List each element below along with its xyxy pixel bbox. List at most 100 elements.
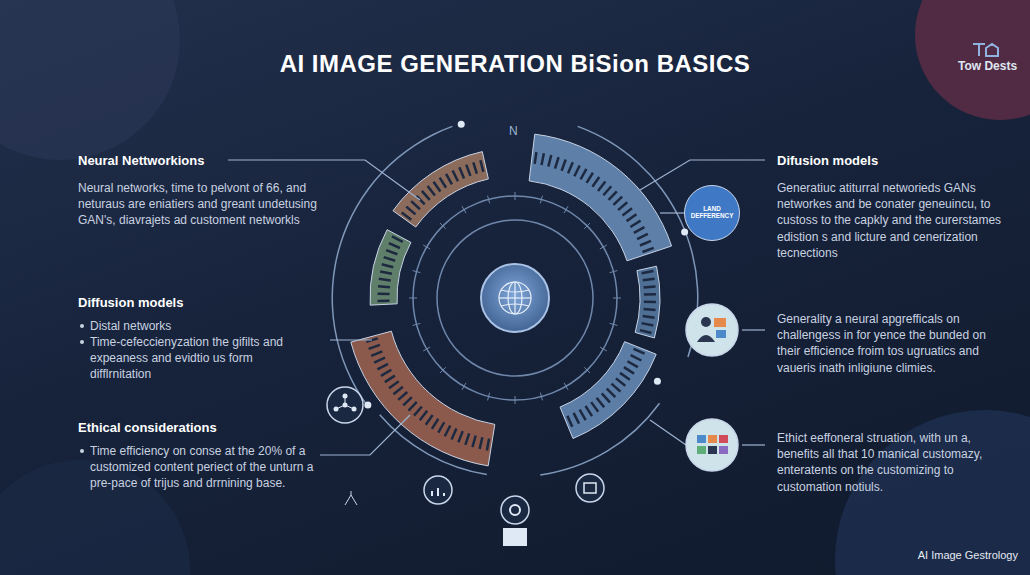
segment-tick [473, 162, 477, 173]
segment-tick [618, 202, 627, 210]
segment-tick [642, 248, 653, 252]
segment-tick [586, 406, 593, 416]
ring-tick [600, 347, 607, 351]
arc-dot [654, 378, 661, 385]
wheel-segment [635, 266, 660, 338]
segment-tick [642, 271, 654, 273]
ring-tick [423, 245, 430, 249]
bullet-text: Distal networks [90, 318, 320, 334]
wheel-segment [351, 331, 495, 466]
ring-tick [610, 271, 618, 273]
section-body: Generatiuc atiturral networieds GANs net… [777, 180, 1012, 261]
small-figure [345, 491, 357, 505]
segment-tick [643, 316, 655, 318]
segment-tick [574, 165, 579, 176]
segment-tick [386, 250, 397, 254]
segment-tick [607, 389, 616, 397]
segment-tick [602, 393, 610, 402]
wheel-segment [370, 230, 411, 305]
segment-tick [384, 257, 395, 261]
ring-tick [413, 323, 421, 325]
segment-tick [542, 153, 544, 165]
segment-tick [458, 431, 462, 442]
leader-line [742, 444, 765, 445]
segment-tick [640, 330, 652, 333]
ring-tick [613, 298, 621, 299]
inner-ring [437, 220, 593, 376]
segment-tick [587, 173, 593, 183]
segment-tick [637, 234, 648, 239]
segment-tick [597, 398, 605, 407]
ring-tick [413, 271, 421, 273]
ring-tick [423, 347, 430, 351]
segment-tick [378, 286, 390, 287]
decor-blob [0, 0, 180, 160]
segment-tick [428, 186, 435, 195]
logo-text: Tow Dests [958, 60, 1018, 73]
ring-tick [515, 396, 516, 404]
segment-tick [377, 364, 388, 370]
ring-tick [584, 367, 590, 373]
bullet-dot [80, 324, 84, 328]
segment-tick [393, 387, 402, 394]
ring-tick [600, 245, 607, 249]
segment-tick [453, 170, 458, 181]
bullet-text: Time-cefeccienyzation the gifilts and ex… [90, 334, 315, 383]
section-body: Neural networks, time to pelvont of 66, … [78, 180, 353, 229]
ring-tick [540, 393, 542, 401]
decor-blob [915, 0, 1030, 120]
small-figure [503, 528, 527, 546]
segment-tick [414, 406, 422, 415]
leader-line [660, 212, 686, 213]
segment-tick [624, 367, 634, 373]
segment-tick [613, 197, 622, 205]
segment-tick [616, 378, 625, 385]
ring-tick [488, 196, 490, 204]
segment-tick [459, 167, 464, 178]
section-heading: Neural Nettworkions [78, 152, 204, 170]
logo-icon [973, 44, 998, 56]
segment-tick [574, 413, 579, 424]
leader-line [330, 339, 372, 340]
segment-tick [392, 236, 403, 241]
segment-tick [422, 191, 430, 200]
segment-tick [644, 285, 656, 288]
segment-tick [379, 279, 391, 281]
bullet-text: Time efficiency on conse at the 20% of a… [90, 443, 315, 492]
section-body: Generality a neural apgrefficals on chal… [777, 311, 1012, 376]
segment-tick [487, 439, 489, 451]
section-heading: Diffusion models [78, 294, 183, 312]
segment-tick [631, 355, 642, 360]
segment-tick [562, 160, 566, 171]
segment-tick [567, 416, 572, 427]
ring-tick [564, 383, 568, 390]
segment-tick [380, 272, 392, 274]
gallery-icon [686, 419, 738, 471]
segment-tick [381, 370, 391, 376]
segment-tick [371, 351, 382, 355]
ring-tick [488, 393, 490, 401]
segment-tick [389, 243, 400, 248]
leader-line [650, 420, 686, 445]
small-icon [501, 496, 529, 524]
segment-tick [611, 384, 620, 392]
segment-tick [378, 292, 390, 295]
segment-tick [440, 178, 446, 188]
segment-tick [445, 426, 450, 437]
segment-tick [603, 186, 611, 195]
arc-dot [364, 402, 371, 409]
segment-tick [382, 264, 394, 267]
segment-tick [581, 169, 587, 180]
segment-tick [643, 279, 655, 281]
segment-tick [434, 182, 441, 192]
segment-tick [644, 309, 656, 310]
segment-tick [480, 437, 483, 449]
segment-tick [630, 221, 640, 227]
segment-tick [411, 201, 420, 209]
segment-tick [580, 410, 586, 420]
section-body: Ethict eeffoneral struation, with un a, … [777, 430, 1012, 495]
ring-tick [440, 367, 446, 373]
compass-letter: N [509, 123, 518, 139]
segment-tick [535, 152, 537, 164]
segment-tick [432, 419, 438, 429]
